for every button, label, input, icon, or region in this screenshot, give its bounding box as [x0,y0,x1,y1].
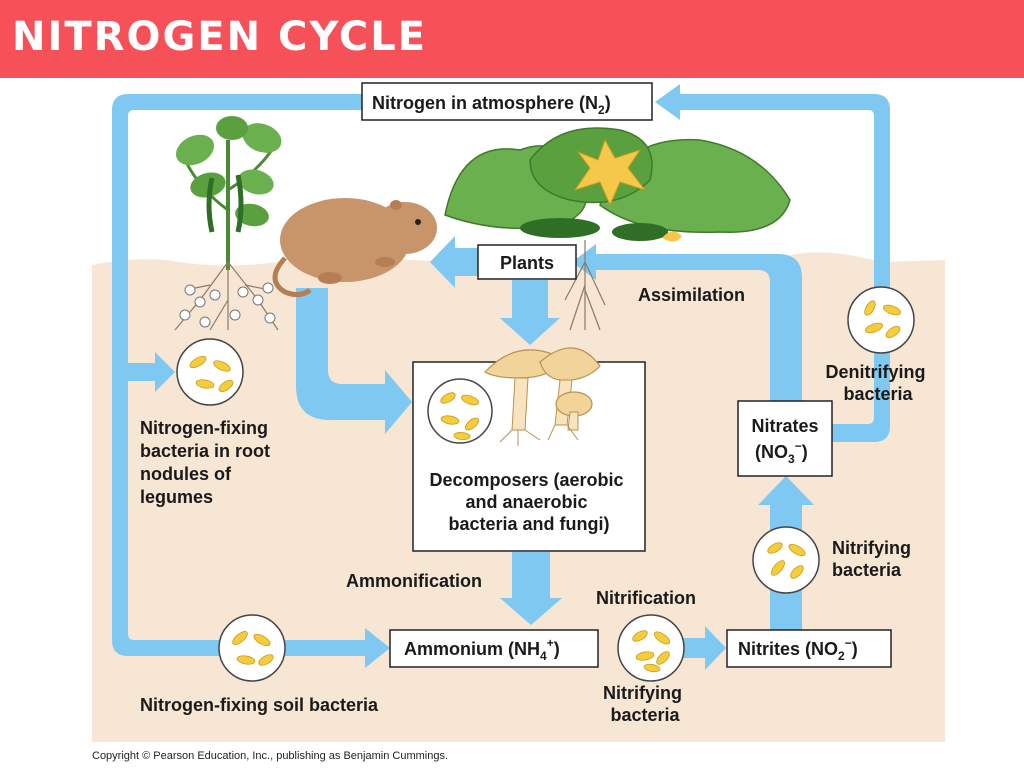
plants-label: Plants [500,253,554,273]
nitrates-formula: (NO [755,442,788,462]
nitrites-close: ) [852,639,858,659]
animal-illustration [272,198,437,298]
root-nodule-bacteria-icon [176,338,244,406]
nitrifying-right-line2: bacteria [832,560,902,580]
nfix-root-line3: nodules of [140,464,232,484]
ammonium-close: ) [554,639,560,659]
nitrites-box [726,629,892,668]
decomposers-line3: bacteria and fungi) [448,514,609,534]
arrow-assimilation [572,244,802,402]
assimilation-label: Assimilation [638,285,745,305]
nitrates-charge: − [795,439,802,453]
svg-text:Ammonium (NH4+): Ammonium (NH4+) [404,636,560,663]
arrow-ammonification [500,552,562,625]
nitrites-label: Nitrites (NO [738,639,838,659]
atmosphere-close: ) [605,93,611,113]
svg-text:Nitrates: Nitrates [751,416,818,436]
svg-text:Decomposers (aerobic and a: Decomposers (aerobic and anaerobic bacte… [429,470,628,534]
nitrifying-right-line1: Nitrifying [832,538,911,558]
svg-text:Nitrogen in atmosphere (N2): Nitrogen in atmosphere (N2) [372,93,611,117]
ammonium-box [389,629,599,668]
soil-bacteria-icon [218,614,286,682]
nitrates-box [737,400,833,477]
atmosphere-subscript: 2 [598,103,605,117]
nitrifying-bottom-line1: Nitrifying [603,683,682,703]
svg-text:Nitrifying bacteria: Nitrifying bacteria [832,538,916,580]
arrow-nitrification [680,626,726,670]
denitrifying-label-line1: Denitrifying [825,362,925,382]
ammonium-subscript: 4 [540,649,547,663]
ammonification-label: Ammonification [346,571,482,591]
nfix-root-line2: bacteria in root [140,441,270,461]
decomposers-line1: Decomposers (aerobic [429,470,623,490]
nfix-soil-label: Nitrogen-fixing soil bacteria [140,695,379,715]
ammonium-label: Ammonium (NH [404,639,540,659]
denitrifying-bacteria-icon [847,286,915,354]
squash-plant-illustration [444,127,791,331]
atmosphere-box [361,82,653,121]
denitrifying-label-line2: bacteria [843,384,913,404]
arrow-plants-to-animal [430,236,478,288]
nitrifying-bacteria-right-icon [752,526,820,594]
ammonium-charge: + [547,636,554,650]
page-title: NITROGEN CYCLE [12,14,428,60]
arrow-to-root-nodules [128,352,175,392]
title-bar: NITROGEN CYCLE [0,0,1024,78]
nitrites-subscript: 2 [838,649,845,663]
decomposers-box [412,361,646,552]
nfix-root-line4: legumes [140,487,213,507]
svg-text:(NO3−): (NO3−) [755,439,808,466]
copyright-notice: Copyright © Pearson Education, Inc., pub… [92,750,449,762]
legume-plant-illustration [174,116,282,331]
svg-text:Nitrifying bacteria: Nitrifying bacteria [603,683,687,725]
nitrites-charge: − [845,636,852,650]
nitrates-close: ) [802,442,808,462]
nitrifying-bottom-line2: bacteria [610,705,680,725]
arrow-plants-to-decomposers [500,280,560,345]
nitrates-label: Nitrates [751,416,818,436]
nfix-root-line1: Nitrogen-fixing [140,418,268,438]
arrow-soil-to-ammonium [285,628,390,668]
atmosphere-label: Nitrogen in atmosphere (N [372,93,598,113]
svg-text:Nitrites (NO2−): Nitrites (NO2−) [738,636,858,663]
nitrifying-bacteria-bottom-icon [617,614,685,682]
svg-text:Nitrogen-fixing bacteria i: Nitrogen-fixing bacteria in root nodules… [140,418,275,507]
mushroom-illustration [484,347,601,446]
plants-box [477,244,577,280]
decomposer-bacteria-icon [427,378,493,444]
arrow-animal-to-decomposers [296,288,412,434]
decomposers-line2: and anaerobic [465,492,587,512]
svg-text:Denitrifying bacteria: Denitrifying bacteria [825,362,930,404]
nitrates-subscript: 3 [788,452,795,466]
nitrification-label: Nitrification [596,588,696,608]
